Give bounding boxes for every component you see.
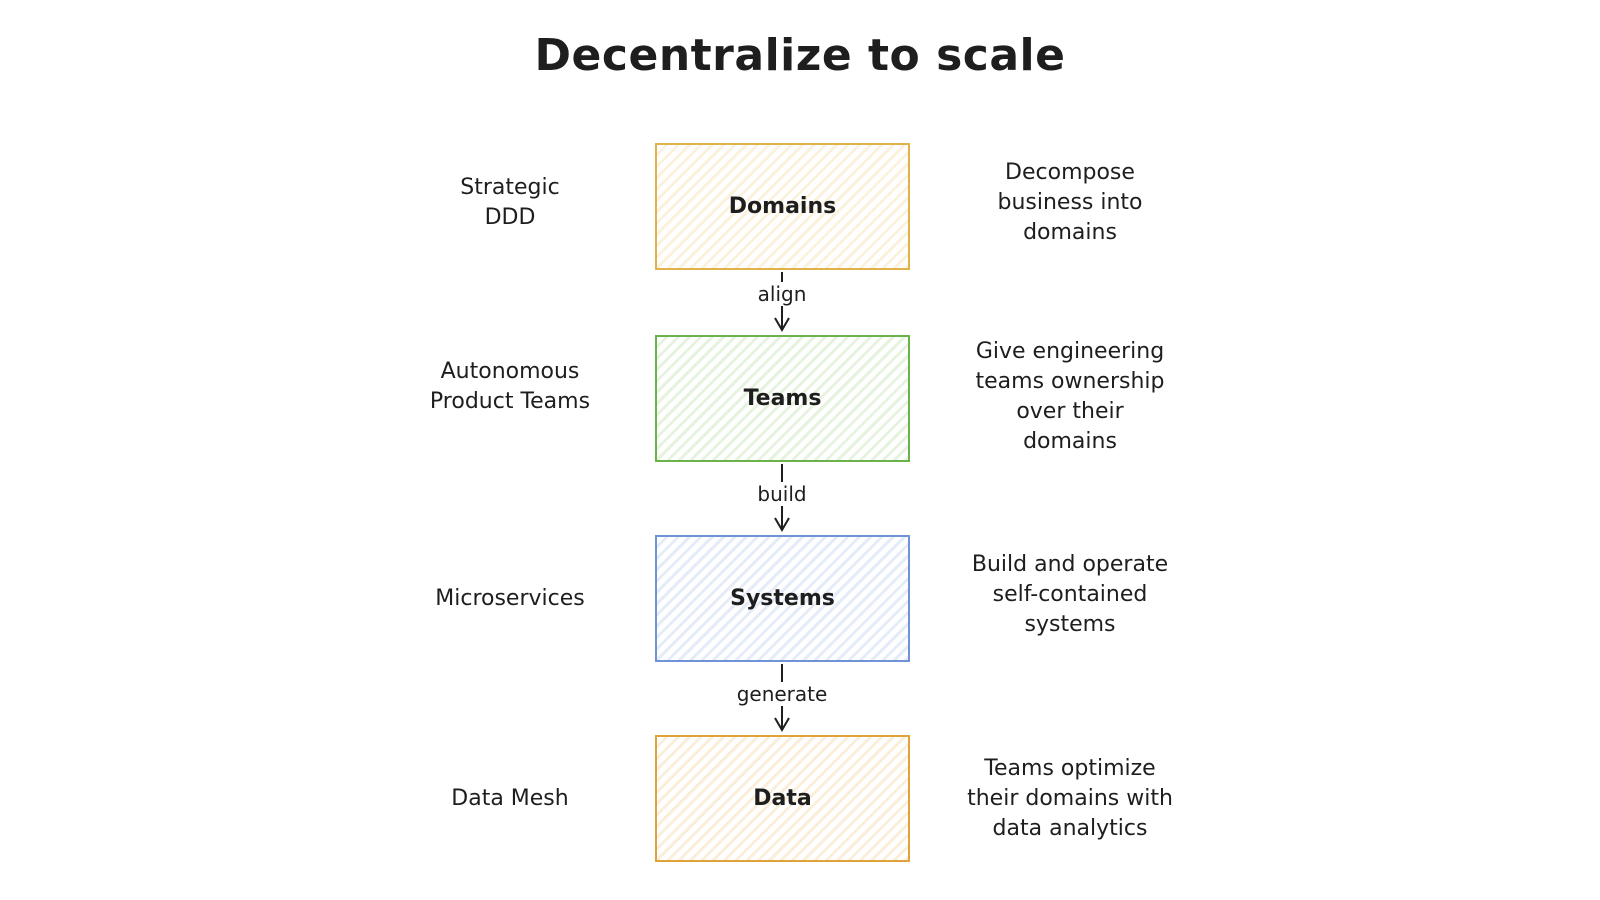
diagram-title: Decentralize to scale (534, 30, 1066, 81)
left-label-line: Product Teams (429, 389, 591, 414)
left-label-line: Microservices (435, 586, 585, 611)
right-label-line: business into (997, 190, 1143, 215)
right-label-line: self-contained (992, 582, 1148, 607)
box-label-teams: Teams (743, 386, 822, 411)
connector-generate: generate (682, 664, 882, 734)
right-label-line: domains (1023, 429, 1117, 454)
right-label-line: domains (1023, 220, 1117, 245)
right-label-line: teams ownership (975, 369, 1165, 394)
connector-label-align: align (682, 282, 882, 306)
right-label-line: Teams optimize (984, 756, 1156, 781)
left-label-line: Autonomous (440, 359, 580, 384)
left-label-data-mesh: Data Mesh (395, 784, 625, 814)
left-label-line: Strategic (460, 175, 560, 200)
right-label-line: systems (1024, 612, 1116, 637)
box-data: Data (655, 735, 910, 862)
connector-build: build (682, 464, 882, 534)
box-label-systems: Systems (730, 586, 835, 611)
box-label-data: Data (753, 786, 812, 811)
box-teams: Teams (655, 335, 910, 462)
right-label-line: Give engineering (975, 339, 1165, 364)
left-label-autonomous-teams: Autonomous Product Teams (395, 357, 625, 417)
left-label-line: Data Mesh (451, 786, 569, 811)
connector-label-build: build (682, 482, 882, 506)
left-label-strategic-ddd: Strategic DDD (395, 173, 625, 233)
left-label-line: DDD (484, 205, 536, 230)
right-label-build-operate: Build and operate self-contained systems (950, 550, 1190, 640)
right-label-line: over their (1016, 399, 1124, 424)
box-systems: Systems (655, 535, 910, 662)
right-label-decompose: Decompose business into domains (950, 158, 1190, 248)
right-label-ownership: Give engineering teams ownership over th… (950, 337, 1190, 457)
connector-align: align (682, 272, 882, 334)
right-label-line: Build and operate (971, 552, 1169, 577)
right-label-line: Decompose (1005, 160, 1135, 185)
right-label-line: data analytics (992, 816, 1148, 841)
box-domains: Domains (655, 143, 910, 270)
box-label-domains: Domains (728, 194, 837, 219)
left-label-microservices: Microservices (395, 584, 625, 614)
connector-label-generate: generate (682, 682, 882, 706)
right-label-line: their domains with (967, 786, 1173, 811)
right-label-optimize: Teams optimize their domains with data a… (950, 754, 1190, 844)
